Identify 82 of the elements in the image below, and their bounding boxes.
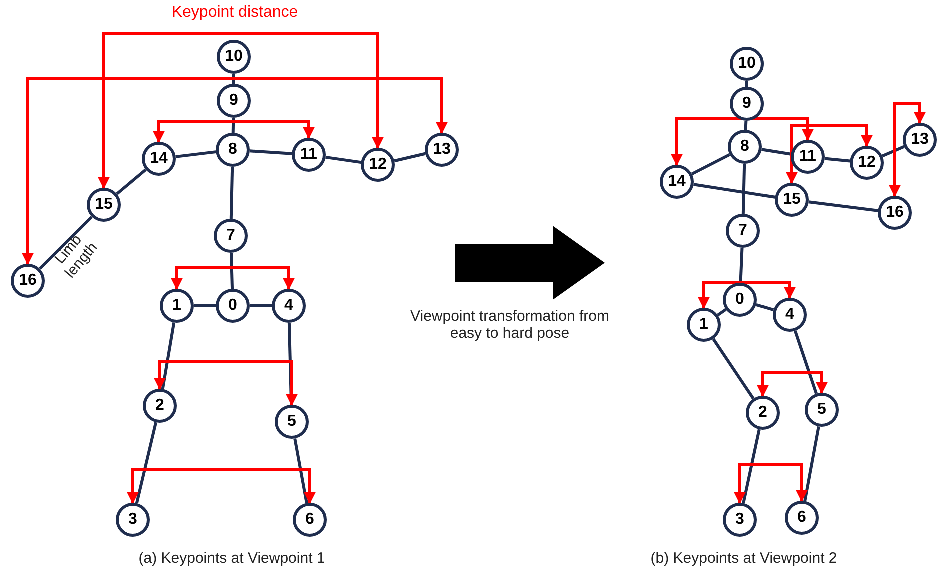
keypoint-circle: 12 <box>361 148 395 182</box>
keypoint-circle: 11 <box>791 140 825 174</box>
keypoint-circle: 3 <box>723 503 757 537</box>
figure-caption: (b) Keypoints at Viewpoint 2 <box>650 550 838 567</box>
limb-line <box>739 248 744 284</box>
limb-line <box>746 81 748 87</box>
keypoint-distance-arrow <box>889 102 926 198</box>
limb-line <box>394 152 426 163</box>
keypoint-circle: 9 <box>730 87 764 121</box>
limb-line <box>230 252 234 290</box>
limb-line <box>250 150 292 156</box>
arrow-caption: Viewpoint transformation from easy to hard pose <box>410 308 610 342</box>
keypoint-circle: 1 <box>687 308 721 342</box>
limb-line <box>804 426 820 502</box>
keypoint-distance-arrow <box>171 266 295 290</box>
keypoint-circle: 1 <box>160 289 194 323</box>
keypoint-distance-arrow <box>698 282 796 310</box>
limb-line <box>250 304 272 308</box>
keypoint-circle: 2 <box>143 389 177 423</box>
limb-line <box>230 166 234 220</box>
keypoint-circle: 15 <box>87 188 121 222</box>
keypoint-distance-arrow <box>98 32 384 190</box>
keypoint-circle: 10 <box>217 40 251 74</box>
keypoint-circle: 13 <box>903 123 937 157</box>
limb-line <box>824 157 850 163</box>
keypoint-circle: 16 <box>11 264 45 298</box>
keypoint-circle: 4 <box>773 298 807 332</box>
limb-line <box>232 118 236 134</box>
limb-line <box>808 200 878 212</box>
keypoint-circle: 11 <box>292 138 326 172</box>
limb-line <box>194 304 216 308</box>
keypoint-circle: 9 <box>217 84 251 118</box>
limb-line <box>116 168 147 196</box>
limb-line <box>176 150 216 158</box>
keypoint-circle: 0 <box>723 283 757 317</box>
limb-line <box>762 148 792 156</box>
limb-line <box>756 303 774 312</box>
keypoint-circle: 14 <box>660 165 694 199</box>
keypoint-distance-arrow <box>153 120 315 144</box>
keypoint-circle: 6 <box>293 503 327 537</box>
keypoint-distance-arrow <box>22 78 448 266</box>
limb-line <box>794 330 818 394</box>
keypoint-circle: 13 <box>425 133 459 167</box>
keypoint-circle: 8 <box>216 133 250 167</box>
limb-line <box>882 145 905 158</box>
keypoint-circle: 5 <box>275 405 309 439</box>
keypoint-circle: 16 <box>878 196 912 230</box>
limb-line <box>744 120 748 130</box>
limb-line <box>294 438 308 504</box>
limb-line <box>326 156 362 164</box>
limb-line <box>717 308 727 317</box>
keypoint-circle: 6 <box>785 501 819 535</box>
keypoint-circle: 5 <box>805 393 839 427</box>
keypoint-circle: 7 <box>726 214 760 248</box>
keypoint-distance-arrow <box>671 118 814 166</box>
limb-line <box>135 422 158 504</box>
keypoint-circle: 12 <box>850 146 884 180</box>
limb-line <box>232 74 236 84</box>
keypoint-distance-arrow <box>757 372 828 398</box>
keypoint-circle: 15 <box>775 183 809 217</box>
keypoint-circle: 14 <box>142 142 176 176</box>
keypoint-circle: 3 <box>116 503 150 537</box>
keypoint-distance-arrow <box>127 468 316 504</box>
keypoint-circle: 10 <box>730 47 764 81</box>
keypoint-circle: 4 <box>272 289 306 323</box>
limb-line <box>742 429 761 504</box>
keypoint-distance-arrow <box>734 464 808 504</box>
limb-line <box>288 322 294 406</box>
annotation-label: Keypoint distance <box>170 4 300 22</box>
keypoint-circle: 7 <box>214 219 248 253</box>
keypoint-distance-arrow <box>154 360 298 406</box>
limb-line <box>691 153 731 176</box>
keypoint-circle: 8 <box>728 130 762 164</box>
limb-line <box>694 183 776 199</box>
keypoint-distance-arrow <box>786 124 873 184</box>
keypoint-circle: 2 <box>746 396 780 430</box>
keypoint-circle: 0 <box>216 289 250 323</box>
limb-line <box>712 338 755 400</box>
figure-caption: (a) Keypoints at Viewpoint 1 <box>138 550 326 567</box>
limb-line <box>742 164 746 214</box>
limb-line <box>38 216 94 270</box>
limb-line <box>161 322 176 390</box>
